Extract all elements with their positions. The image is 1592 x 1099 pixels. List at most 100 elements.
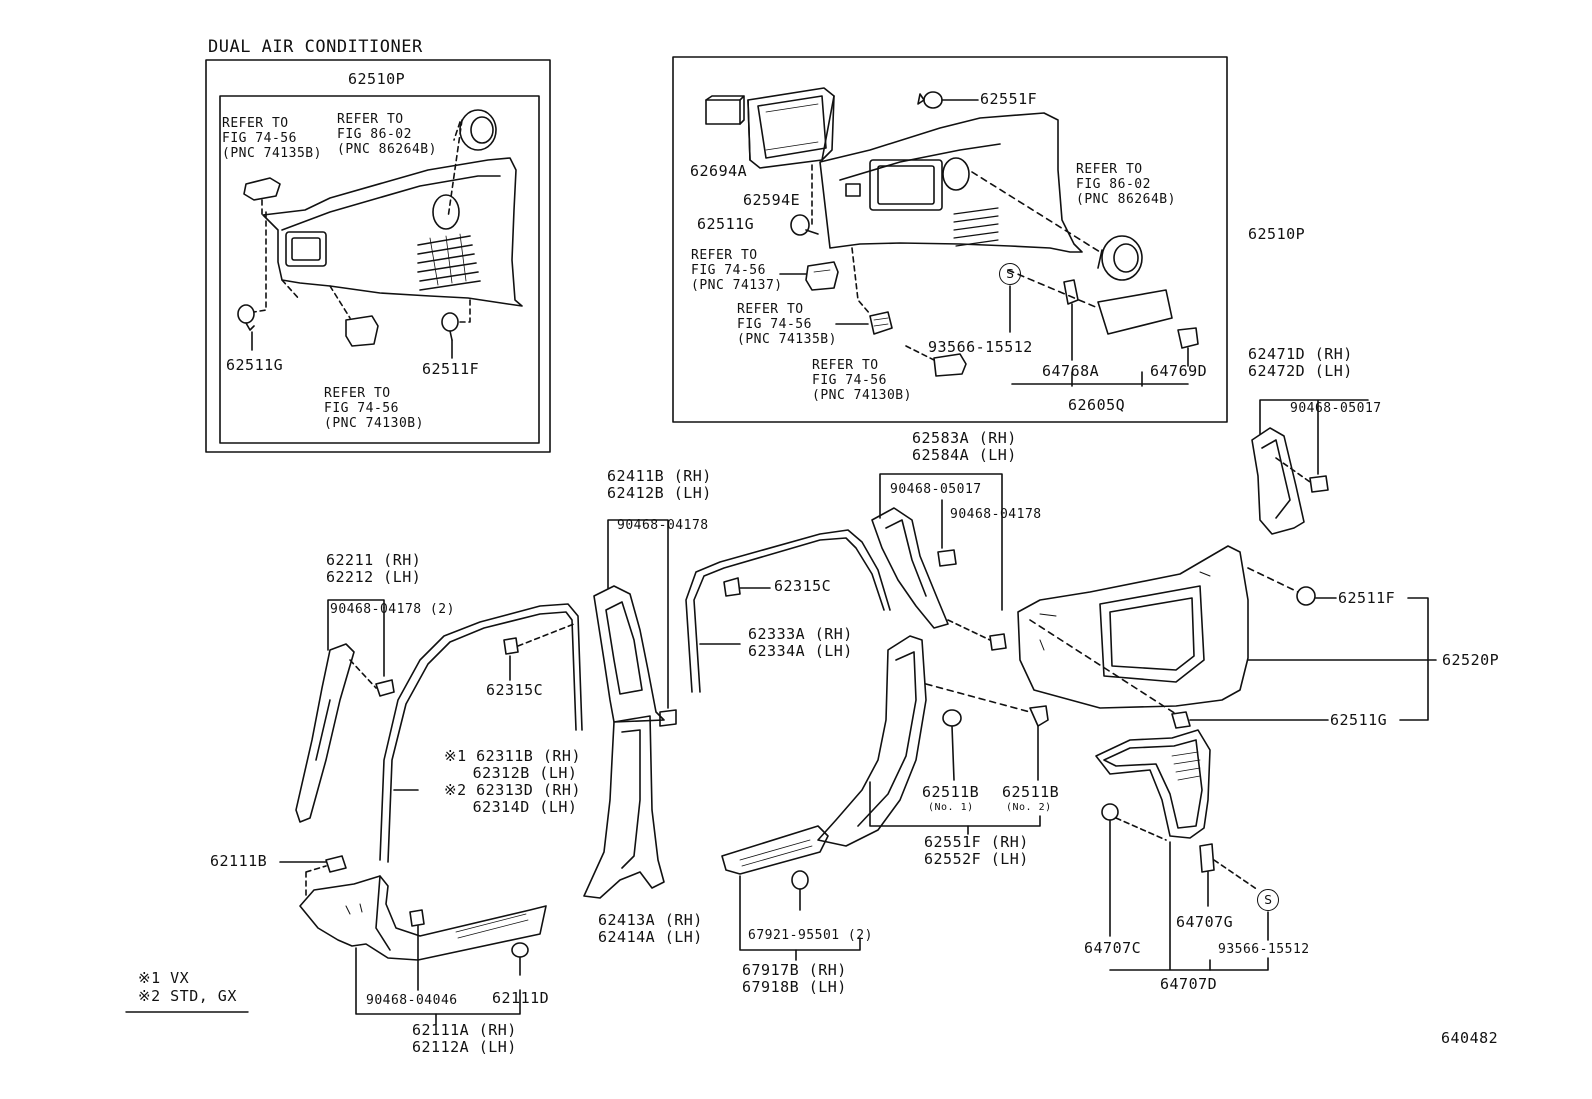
rear-pillar-trim — [871, 507, 949, 629]
rear-door-weatherstrip — [685, 529, 891, 693]
label-90468-04178-mid: 90468-04178 — [950, 507, 1042, 522]
label-64707D: 64707D — [1160, 975, 1218, 993]
clip-64769D — [1177, 327, 1199, 367]
label-62520P: 62520P — [1442, 651, 1500, 669]
figure-number: 640482 — [1441, 1029, 1499, 1047]
label-62605Q: 62605Q — [1068, 396, 1126, 414]
center-pillar-lower — [583, 715, 665, 899]
label-62594E: 62594E — [743, 191, 801, 209]
label-62551F-top: 62551F — [980, 90, 1038, 108]
inset-fastener-f — [441, 299, 471, 341]
inset-fastener-g — [237, 211, 267, 331]
label-62551F: 62551F (RH) 62552F (LH) — [924, 833, 1029, 868]
cover-64769D-plate — [1097, 289, 1173, 335]
label-inset-62510P: 62510P — [348, 70, 406, 88]
front-scuff-plate — [299, 875, 547, 961]
legend-note-1: ※1 VX — [138, 969, 190, 987]
quarter-panel-upper — [819, 112, 1083, 253]
clip-62551F-top — [917, 91, 979, 109]
inset-clip-a — [243, 177, 281, 216]
label-62511B-1-sub: (No. 1) — [928, 802, 974, 813]
label-62511F-right: 62511F — [1338, 589, 1396, 607]
label-refer-86-02: REFER TO FIG 86-02 (PNC 86264B) — [1076, 162, 1176, 207]
label-62315C-left: 62315C — [486, 681, 544, 699]
label-67921: 67921-95501 (2) — [748, 928, 873, 943]
label-62511G-right: 62511G — [1330, 711, 1388, 729]
label-62583A: 62583A (RH) 62584A (LH) — [912, 429, 1017, 464]
label-90468-04178-2: 90468-04178 (2) — [330, 602, 455, 617]
quarter-pillar-upper — [1251, 427, 1305, 535]
label-90468-05017-right: 90468-05017 — [1290, 401, 1382, 416]
door-weatherstrip-front — [379, 603, 583, 863]
label-62411B: 62411B (RH) 62412B (LH) — [607, 467, 712, 502]
inset-speaker — [447, 109, 497, 219]
clip-62511B-no2 — [925, 683, 1049, 781]
clip-62511B-no1 — [942, 709, 962, 781]
label-inset-refer-c: REFER TO FIG 74-56 (PNC 74130B) — [324, 386, 424, 431]
front-pillar-trim — [295, 643, 355, 823]
clip-62315C-left — [503, 623, 575, 655]
clip-62111D — [511, 942, 529, 976]
label-62111D: 62111D — [492, 989, 550, 1007]
clip-90468-05017-center — [937, 549, 957, 567]
clip-74130B — [905, 345, 967, 377]
label-64768A: 64768A — [1042, 362, 1100, 380]
inset-clip-b — [329, 285, 379, 347]
clip-64707C — [1101, 803, 1167, 937]
duct-62594E — [747, 87, 835, 169]
label-refer-74135B: REFER TO FIG 74-56 (PNC 74135B) — [737, 302, 837, 347]
side-pocket — [1095, 729, 1211, 839]
clip-62511G-top — [790, 214, 819, 236]
label-inset-62511G: 62511G — [226, 356, 284, 374]
clip-67921 — [791, 870, 809, 911]
clip-90468-04178-left — [375, 679, 395, 697]
clip-62315C-right — [723, 577, 771, 597]
label-67917B: 67917B (RH) 67918B (LH) — [742, 961, 847, 996]
label-62413A: 62413A (RH) 62414A (LH) — [598, 911, 703, 946]
clip-90468-04178-right — [947, 619, 1007, 651]
label-90468-04178-b: 90468-04178 — [617, 518, 709, 533]
s-mark-bottom: S — [1257, 889, 1279, 911]
inset-frame-outer — [205, 59, 551, 453]
label-62333A: 62333A (RH) 62334A (LH) — [748, 625, 853, 660]
clip-64707G — [1199, 843, 1259, 907]
label-62211: 62211 (RH) 62212 (LH) — [326, 551, 422, 586]
clip-62511F-right — [1247, 567, 1337, 606]
label-64769D: 64769D — [1150, 362, 1208, 380]
label-62111B: 62111B — [210, 852, 268, 870]
pad-62694A — [705, 95, 745, 125]
inset-frame-inner — [219, 95, 540, 444]
label-62511B-2-sub: (No. 2) — [1006, 802, 1052, 813]
label-62511B-1: 62511B — [922, 783, 980, 801]
label-62694A: 62694A — [690, 162, 748, 180]
label-64707G: 64707G — [1176, 913, 1234, 931]
label-62111A: 62111A (RH) 62112A (LH) — [412, 1021, 517, 1056]
label-62315C-right: 62315C — [774, 577, 832, 595]
clip-90468-04178-center — [659, 709, 677, 727]
clip-90468-05017-right — [1275, 457, 1329, 493]
diagram-header: DUAL AIR CONDITIONER — [208, 37, 423, 57]
label-inset-refer-a: REFER TO FIG 74-56 (PNC 74135B) — [222, 116, 322, 161]
label-inset-62511F: 62511F — [422, 360, 480, 378]
label-64707C: 64707C — [1084, 939, 1142, 957]
label-refer-74137: REFER TO FIG 74-56 (PNC 74137) — [691, 248, 783, 293]
bracket-64768A — [1063, 279, 1079, 361]
clip-62111B — [279, 855, 347, 897]
wheelhouse-trim — [817, 635, 927, 847]
s-mark-top: S — [999, 263, 1021, 285]
label-90468-05017: 90468-05017 — [890, 482, 982, 497]
label-90468-04046: 90468-04046 — [366, 993, 458, 1008]
center-pillar-upper — [593, 585, 665, 723]
speaker-upper — [971, 171, 1143, 281]
inset-quarter-panel — [262, 157, 523, 307]
label-inset-refer-b: REFER TO FIG 86-02 (PNC 86264B) — [337, 112, 437, 157]
label-62511G-top: 62511G — [697, 215, 755, 233]
label-62471D: 62471D (RH) 62472D (LH) — [1248, 345, 1353, 380]
label-62311B: ※1 62311B (RH) 62312B (LH) ※2 62313D (RH… — [444, 747, 581, 816]
clip-90468-04046 — [409, 909, 425, 991]
clip-74137 — [779, 261, 839, 291]
clip-74135B — [835, 247, 893, 335]
label-93566-top: 93566-15512 — [928, 338, 1033, 356]
